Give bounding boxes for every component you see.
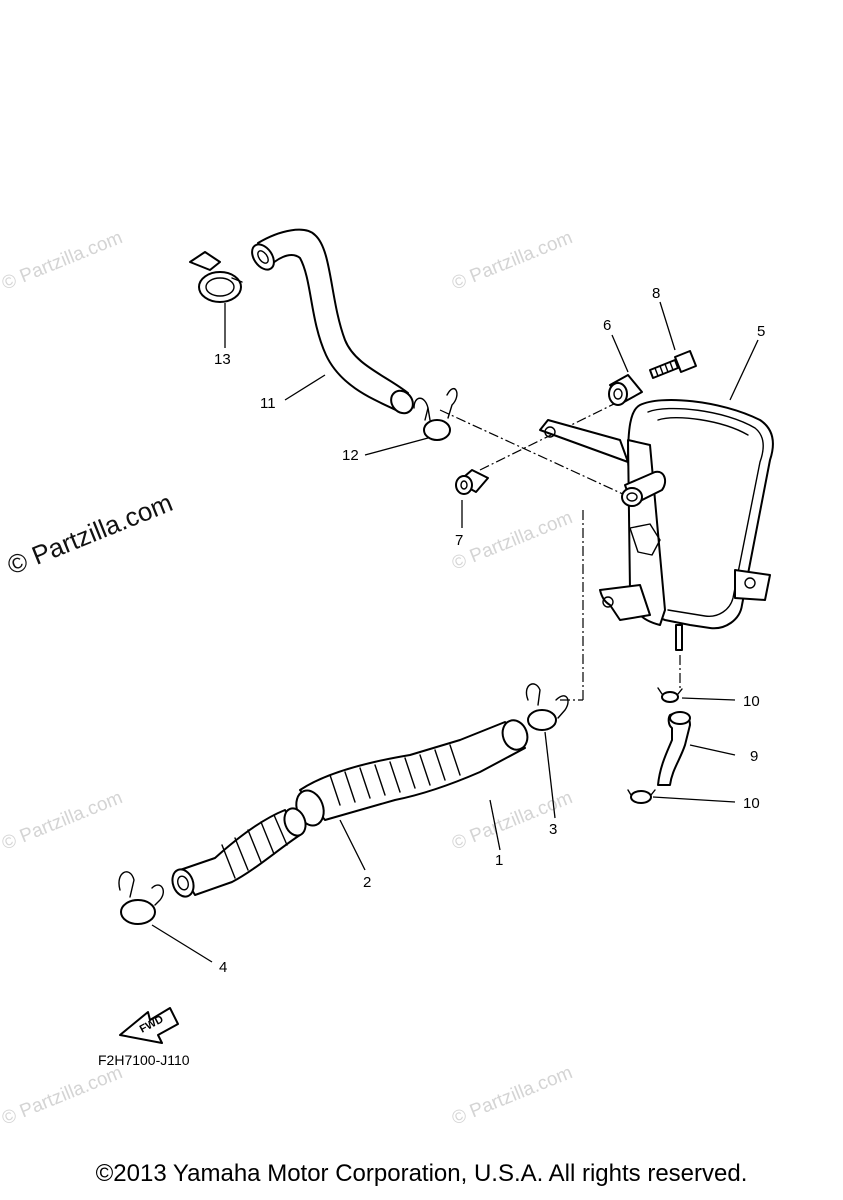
part-10-clip-lower — [627, 789, 736, 804]
part-3-clamp — [525, 683, 569, 819]
callout-10-lower: 10 — [743, 795, 760, 812]
diagram-code: F2H7100-J110 — [98, 1052, 190, 1068]
callout-12: 12 — [342, 447, 359, 464]
part-7-grommet — [455, 469, 489, 528]
watermark: © Partzilla.com — [0, 227, 126, 294]
callout-10-upper: 10 — [743, 693, 760, 710]
fwd-arrow-icon: FWD — [119, 1007, 179, 1044]
part-13-clamp — [189, 251, 243, 348]
part-4-clamp — [118, 871, 213, 963]
watermark: © Partzilla.com — [449, 507, 576, 574]
watermark-dark: © Partzilla.com — [3, 487, 177, 580]
part-5-silencer — [539, 339, 774, 651]
watermark: © Partzilla.com — [0, 1062, 126, 1129]
part-10-clip-upper — [657, 687, 736, 703]
watermark: © Partzilla.com — [449, 1062, 576, 1129]
callout-2: 2 — [363, 874, 371, 891]
callout-8: 8 — [652, 285, 660, 302]
copyright-notice: ©2013 Yamaha Motor Corporation, U.S.A. A… — [95, 1160, 748, 1187]
callout-1: 1 — [495, 852, 503, 869]
callout-13: 13 — [214, 351, 231, 368]
part-1-hose — [295, 719, 529, 851]
watermark: © Partzilla.com — [0, 787, 126, 854]
part-11-hose — [251, 228, 414, 415]
callout-9: 9 — [750, 748, 758, 765]
watermarks: © Partzilla.com © Partzilla.com © Partzi… — [0, 227, 576, 1129]
callout-4: 4 — [219, 959, 227, 976]
part-9-hose — [657, 711, 736, 786]
callout-5: 5 — [757, 323, 765, 340]
callout-11: 11 — [260, 395, 276, 412]
callout-6: 6 — [603, 317, 611, 334]
part-8-bolt — [649, 301, 697, 379]
callout-3: 3 — [549, 821, 557, 838]
part-12-clamp — [364, 388, 458, 456]
callout-7: 7 — [455, 532, 463, 549]
part-6-damper — [608, 334, 643, 406]
part-2-hose — [171, 807, 366, 898]
watermark: © Partzilla.com — [449, 227, 576, 294]
callouts: 1 2 3 4 5 6 7 8 9 10 10 11 12 13 — [214, 285, 765, 976]
